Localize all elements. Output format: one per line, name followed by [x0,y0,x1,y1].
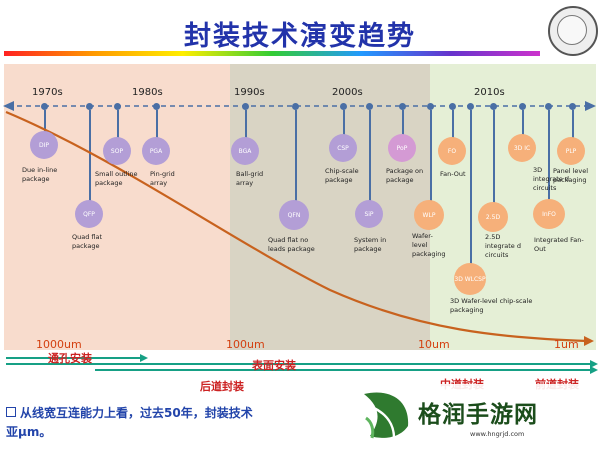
timeline-node [427,103,434,110]
timeline-node [340,103,347,110]
timeline-node [153,103,160,110]
package-label-bga: Ball-grid array [236,170,264,187]
package-node-dip: DIP [30,131,58,159]
stem [493,110,495,204]
stem [295,110,297,204]
phase-back-end: 后道封装 [200,380,244,393]
package-label-fo: Fan-Out [440,170,466,178]
package-node-qfn: QFN [279,200,309,230]
scale-10um: 10um [418,338,450,351]
package-node-3d-ic: 3D IC [508,134,536,162]
decade-2010s: 2010s [474,87,505,98]
watermark-text: 格润手游网 [418,402,538,428]
page-title: 封装技术演变趋势 [184,21,416,52]
stem [548,110,550,202]
package-label-pop: Package on package [386,167,424,184]
stem [44,110,46,132]
summary-line-2: 亚μm。 [6,425,52,439]
stem [245,110,247,138]
stem [452,110,454,138]
package-node-qfp: QFP [75,200,103,228]
package-label-sop: Small outline package [95,170,138,187]
stem [470,110,472,266]
summary-bullet: 从线宽互连能力上看，过去50年，封装技术 [6,405,253,421]
package-label-2-5d: 2.5D integrate d circuits [485,233,521,259]
stem [522,110,524,136]
timeline-node [569,103,576,110]
package-node-fo: FO [438,137,466,165]
stem [402,110,404,136]
stem [343,110,345,136]
package-label-plp: Panel level packaging [553,167,589,184]
package-node-pop: PoP [388,134,416,162]
stem [430,110,432,202]
package-node-pga: PGA [142,137,170,165]
timeline-node [41,103,48,110]
package-node-info: InFO [533,199,565,229]
package-node-csp: CSP [329,134,357,162]
package-node-sop: SOP [103,137,131,165]
package-node-bga: BGA [231,137,259,165]
summary-line-1: 从线宽互连能力上看，过去50年，封装技术 [20,406,253,420]
university-seal-inner [557,15,587,45]
package-label-3d-ic: 3D integrate d circuits [533,166,569,192]
timeline-node [399,103,406,110]
stem [117,110,119,138]
bullet-square-icon [6,407,16,417]
package-node-sip: SiP [355,200,383,228]
timeline-node [114,103,121,110]
timeline-node [242,103,249,110]
scale-1000um: 1000um [36,338,82,351]
decade-1990s: 1990s [234,87,265,98]
package-label-info: Integrated Fan-Out [534,236,584,253]
timeline-node [519,103,526,110]
stem [89,110,91,202]
timeline-node [366,103,373,110]
decade-1980s: 1980s [132,87,163,98]
decade-1970s: 1970s [32,87,63,98]
scale-100um: 100um [226,338,265,351]
package-label-qfn: Quad flat no leads package [268,236,315,253]
timeline-node [449,103,456,110]
timeline-node [490,103,497,110]
package-label-sip: System in package [354,236,387,253]
title-underline [4,51,540,56]
package-node-2-5d: 2.5D [478,202,508,232]
package-label-dip: Due in-line package [22,166,58,183]
scale-1um: 1um [554,338,579,351]
watermark-url: www.hngrjd.com [470,430,525,438]
stem [369,110,371,202]
timeline-node [292,103,299,110]
timeline-node [545,103,552,110]
package-node-wlp: WLP [414,200,444,230]
phase-through-hole: 通孔安装 [48,352,92,365]
timeline-node [467,103,474,110]
era-zone-surface-mount [230,64,430,350]
package-label-csp: Chip-scale package [325,167,359,184]
package-label-pga: Pin-grid array [150,170,175,187]
package-label-wlp: Wafer-level packaging [412,232,446,258]
decade-2000s: 2000s [332,87,363,98]
era-zone-advanced [430,64,596,350]
package-node-plp: PLP [557,137,585,165]
phase-surface-mount: 表面安装 [252,359,296,372]
watermark-leaf-icon [364,392,409,439]
package-node-3d-wlcsp: 3D WLCSP [454,263,486,295]
package-label-3d-wlcsp: 3D Wafer-level chip-scale packaging [450,297,533,314]
stem [156,110,158,138]
timeline-node [86,103,93,110]
stem [572,110,574,138]
phase-arrows [6,354,598,374]
package-label-qfp: Quad flat package [72,233,103,250]
